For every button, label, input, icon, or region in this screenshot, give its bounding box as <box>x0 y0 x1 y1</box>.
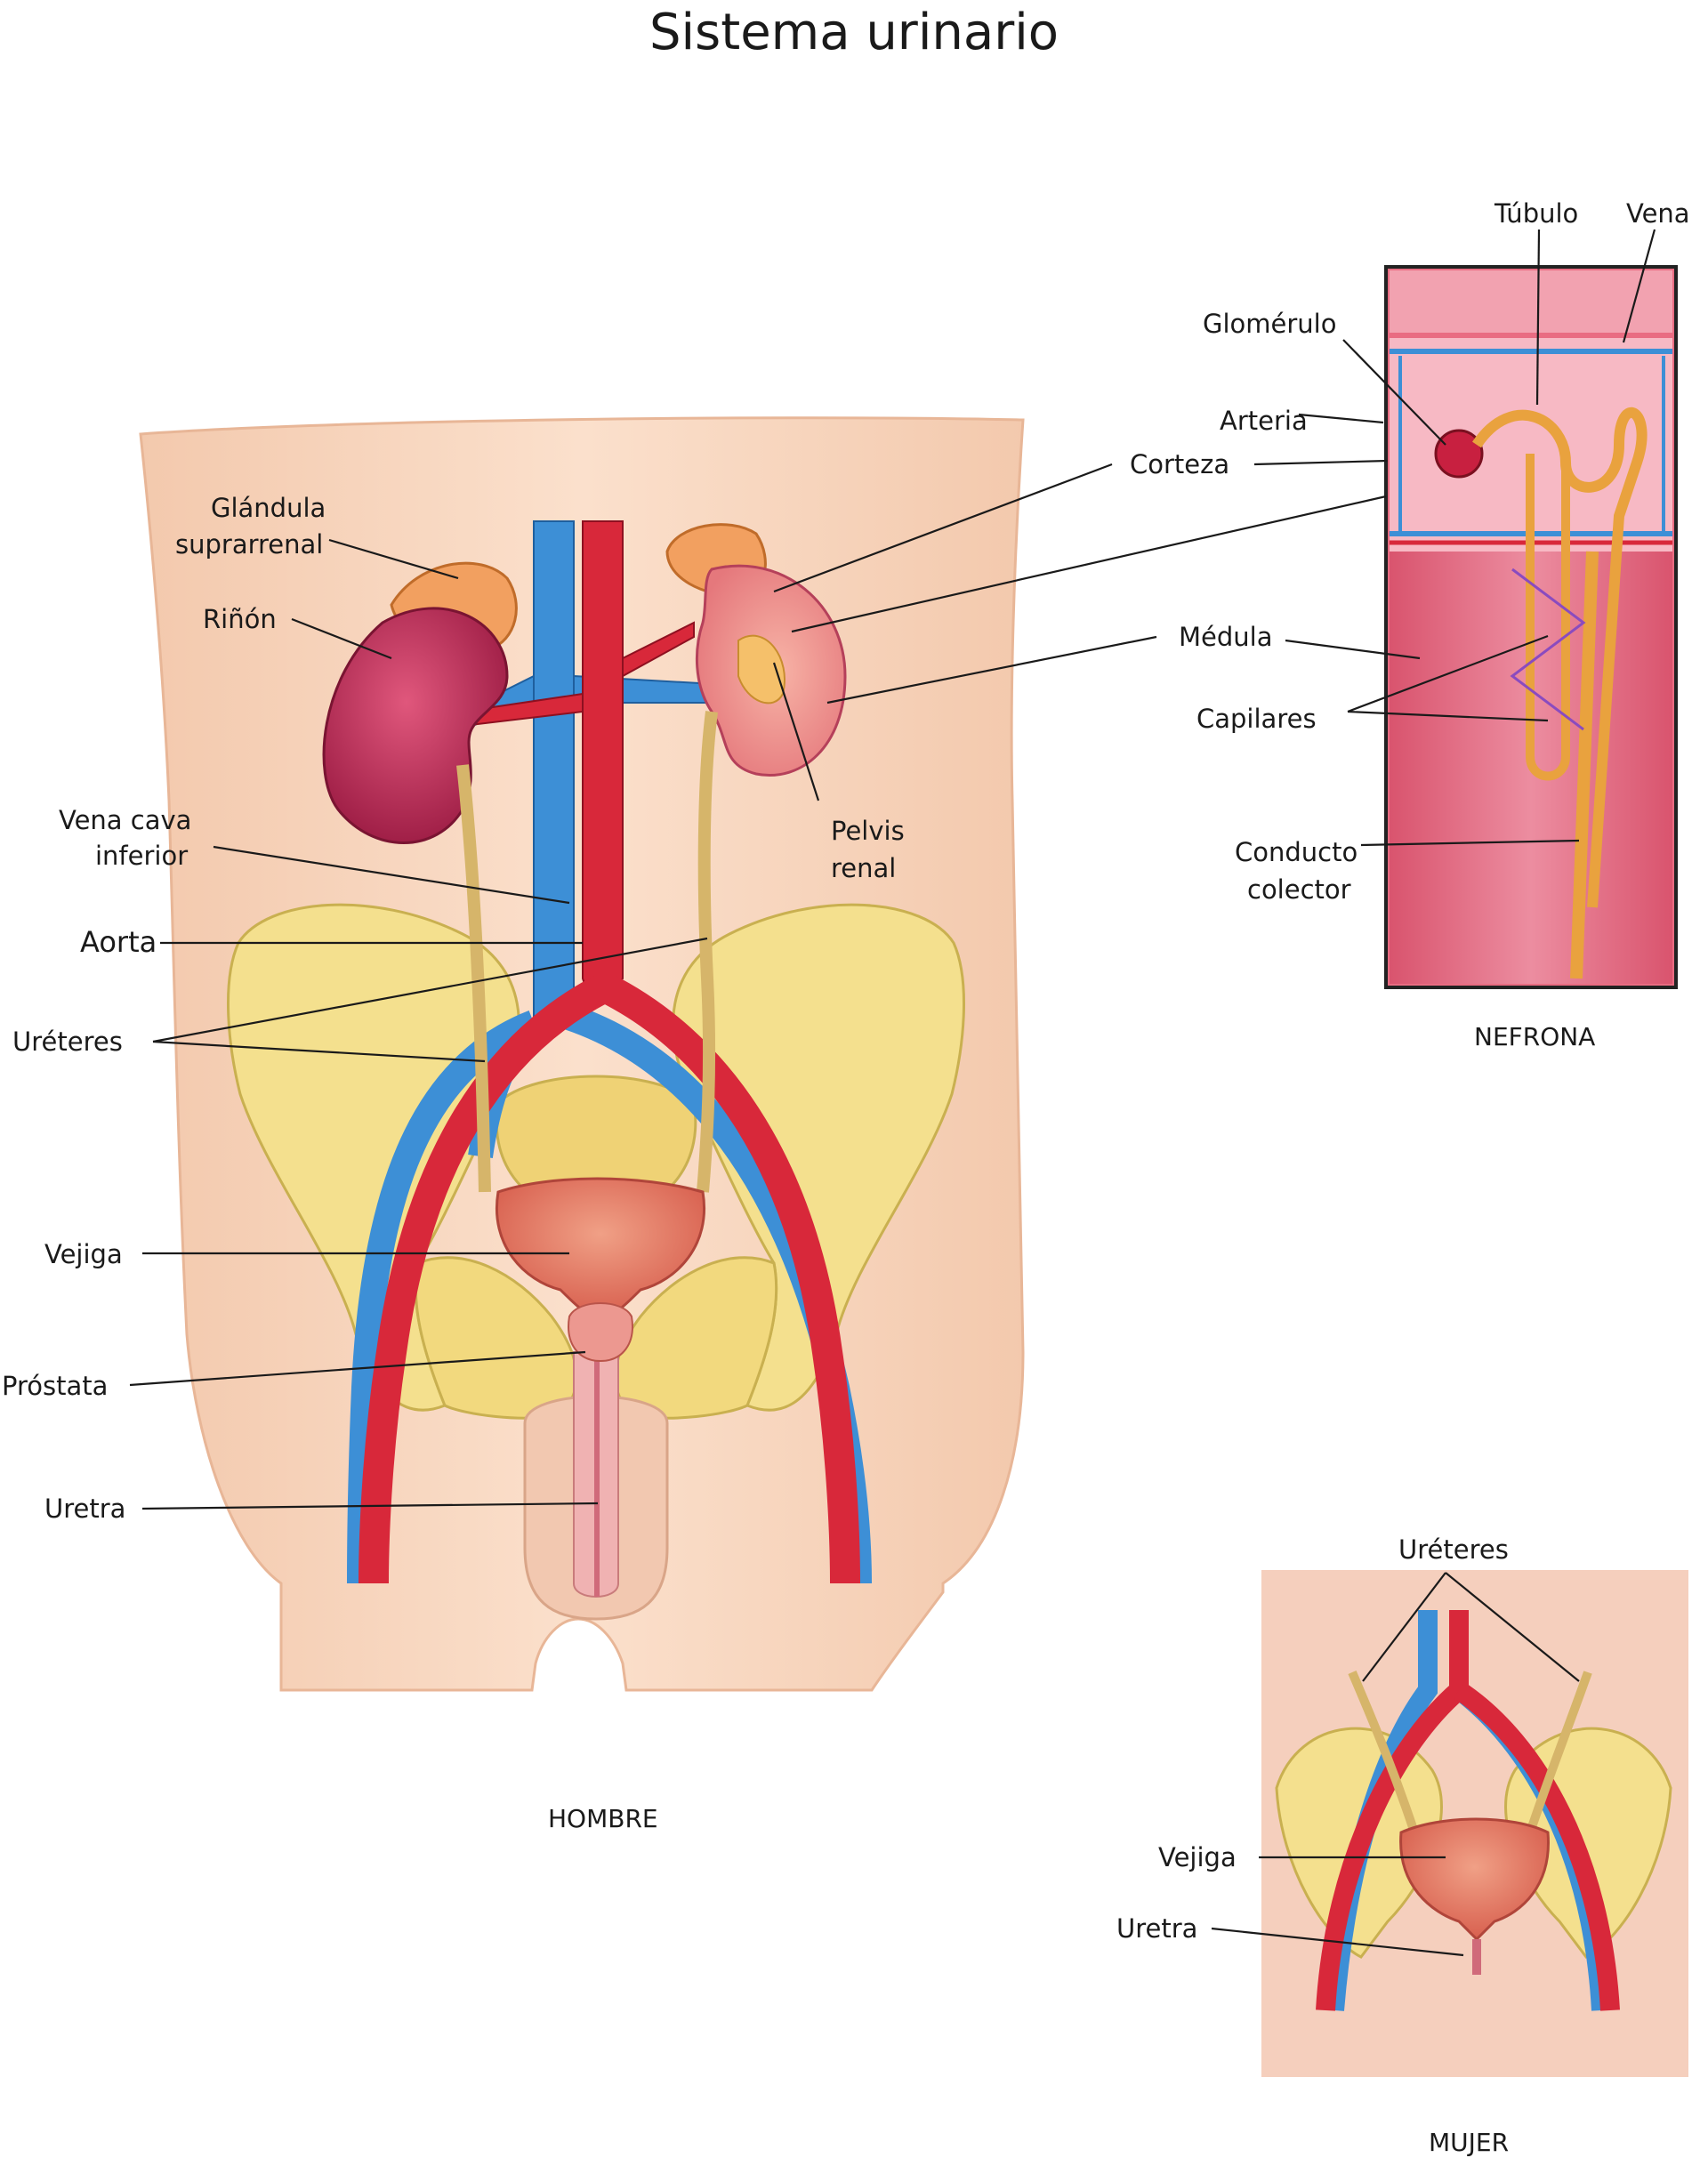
male-ureter-right <box>697 711 718 1193</box>
label-rinon: Riñón <box>203 604 277 634</box>
label-uretra: Uretra <box>44 1494 125 1524</box>
female-bladder <box>1399 1817 1550 1942</box>
female-figure <box>1261 1570 1688 2077</box>
male-kidney-right-section <box>696 564 847 777</box>
male-prostate <box>568 1302 633 1363</box>
male-genitals <box>523 1334 669 1621</box>
label-vejiga: Vejiga <box>44 1239 123 1269</box>
male-pelvis <box>227 903 965 1420</box>
label-aorta: Aorta <box>80 925 157 959</box>
label-conducto-line1: Conducto <box>1235 837 1358 867</box>
label-vena-cava-line2: inferior <box>95 841 188 871</box>
female-urethra <box>1472 1939 1481 1975</box>
female-ureter-left <box>1348 1671 1419 1834</box>
label-mujer-ureteres: Uréteres <box>1398 1534 1509 1565</box>
collecting-duct <box>1570 551 1599 979</box>
label-conducto-line2: colector <box>1247 874 1351 905</box>
label-glomerulo: Glomérulo <box>1203 309 1336 339</box>
male-bladder <box>495 1177 705 1318</box>
male-aorta <box>359 520 860 1584</box>
caption-nefrona: NEFRONA <box>1474 1022 1595 1051</box>
label-tubulo: Túbulo <box>1494 198 1578 229</box>
label-glandula-line2: suprarrenal <box>175 529 323 560</box>
label-mujer-uretra: Uretra <box>1116 1913 1197 1944</box>
female-ureter-right <box>1526 1671 1592 1834</box>
label-prostata: Próstata <box>2 1371 108 1401</box>
label-mujer-vejiga: Vejiga <box>1158 1842 1237 1872</box>
label-ureteres: Uréteres <box>12 1027 123 1057</box>
labels: Glándula suprarrenal Riñón Vena cava inf… <box>2 198 1690 2157</box>
leader-lines <box>129 229 1656 1957</box>
label-vena-cava-line1: Vena cava <box>59 805 191 835</box>
label-medula: Médula <box>1179 622 1272 652</box>
label-pelvis-line1: Pelvis <box>831 816 905 846</box>
label-corteza: Corteza <box>1130 449 1229 479</box>
glomerulus <box>1434 429 1484 479</box>
label-glandula-line1: Glándula <box>211 493 326 523</box>
caption-hombre: HOMBRE <box>548 1804 658 1833</box>
label-arteria: Arteria <box>1220 406 1308 436</box>
nephron-panel <box>1384 265 1678 989</box>
page-title: Sistema urinario <box>649 4 1059 61</box>
label-pelvis-line2: renal <box>831 853 896 883</box>
male-ureter-left <box>456 764 491 1193</box>
label-vena: Vena <box>1626 198 1690 229</box>
male-figure <box>139 416 1025 1692</box>
label-capilares: Capilares <box>1196 704 1317 734</box>
caption-mujer: MUJER <box>1429 2128 1509 2157</box>
